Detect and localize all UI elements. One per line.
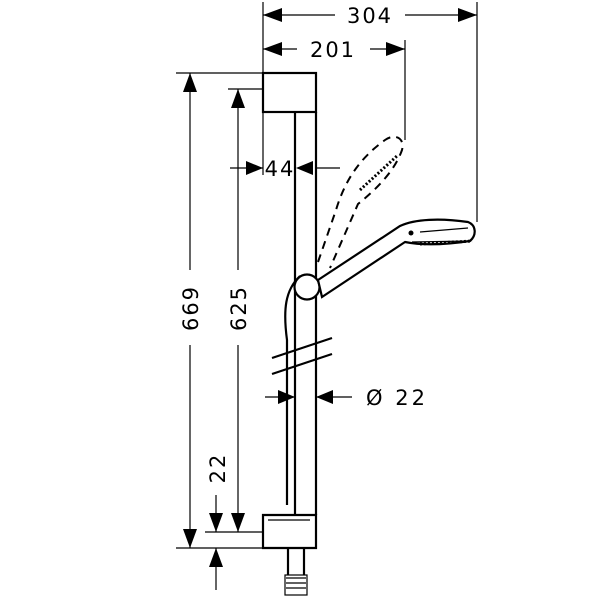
arrowhead bbox=[231, 89, 245, 108]
hose-nut bbox=[284, 574, 308, 596]
handshower-horizontal bbox=[316, 218, 476, 299]
arrowhead bbox=[278, 390, 295, 404]
dim-625: 625 bbox=[227, 89, 251, 532]
rail-break-bottom bbox=[271, 352, 333, 376]
rail-break-top bbox=[271, 336, 333, 360]
arrowhead bbox=[209, 513, 223, 532]
arrowhead bbox=[386, 42, 405, 56]
dim-669: 669 bbox=[179, 73, 203, 548]
dim-625-label: 625 bbox=[227, 285, 251, 331]
dim-diameter: Ø 22 bbox=[265, 386, 428, 410]
arrowhead bbox=[231, 513, 245, 532]
arrowhead bbox=[263, 42, 282, 56]
dim-304-label: 304 bbox=[347, 4, 393, 28]
dim-304: 304 bbox=[263, 4, 477, 28]
handshower-head-line bbox=[419, 227, 469, 233]
dim-201-label: 201 bbox=[310, 38, 356, 62]
shower-rail-assembly bbox=[261, 71, 476, 596]
hose-line bbox=[284, 275, 301, 505]
handshower-button bbox=[408, 230, 414, 236]
dim-22-label: 22 bbox=[206, 453, 230, 484]
arrowhead bbox=[316, 390, 333, 404]
arrowhead bbox=[183, 529, 197, 548]
dim-44: 44 bbox=[230, 157, 340, 181]
spray-face bbox=[419, 239, 473, 246]
tilted-spray-face bbox=[358, 153, 400, 192]
arrowhead bbox=[296, 161, 313, 175]
dim-201: 201 bbox=[263, 38, 405, 62]
arrowhead bbox=[246, 161, 263, 175]
arrowhead bbox=[458, 8, 477, 22]
dim-diameter-label: Ø 22 bbox=[366, 386, 428, 410]
slider-joint bbox=[293, 273, 321, 301]
dim-22-vertical: 22 bbox=[206, 453, 230, 590]
dim-669-label: 669 bbox=[179, 285, 203, 331]
arrowhead bbox=[263, 8, 282, 22]
top-wall-bracket bbox=[261, 71, 318, 114]
extension-lines bbox=[176, 2, 478, 549]
dim-44-label: 44 bbox=[265, 157, 296, 181]
bottom-wall-bracket bbox=[261, 513, 318, 550]
arrowhead bbox=[183, 73, 197, 92]
handshower-tilted-dashed bbox=[317, 135, 404, 269]
arrowhead bbox=[209, 548, 223, 567]
